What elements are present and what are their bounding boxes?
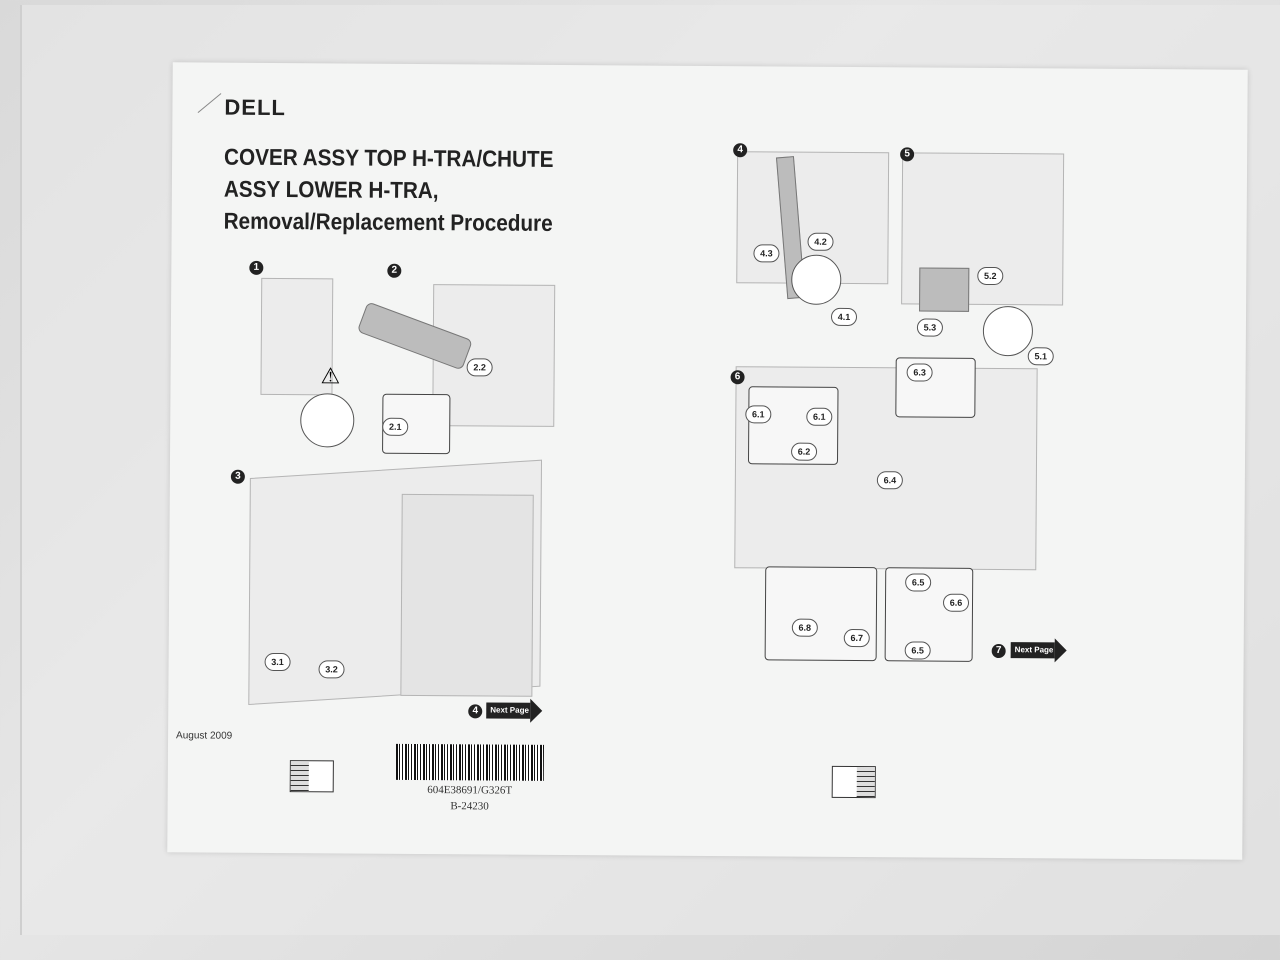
callout-6-1-right: 6.1 (806, 407, 833, 426)
lower-chute-part (919, 267, 970, 312)
callout-6-7: 6.7 (843, 628, 870, 648)
detail-circle-step-4 (791, 254, 842, 305)
callout-5-2: 5.2 (977, 266, 1004, 286)
step-number-1: 1 (249, 260, 264, 275)
right-page-layout-icon (831, 765, 876, 799)
title-line-1: COVER ASSY TOP H-TRA/CHUTE (224, 143, 554, 172)
page-title: COVER ASSY TOP H-TRA/CHUTE ASSY LOWER H-… (224, 141, 603, 240)
step-number-4: 4 (733, 143, 748, 158)
barcode-text: 604E38691/G326T (427, 784, 513, 797)
callout-4-1: 4.1 (830, 307, 858, 327)
logo-slash (197, 93, 222, 113)
step-number-4-next: 4 (468, 704, 483, 719)
next-page-arrow: Next Page (486, 702, 531, 719)
callout-4-3: 4.3 (753, 244, 780, 263)
title-line-2: ASSY LOWER H-TRA, (223, 175, 439, 204)
document-number: B-24230 (450, 800, 489, 813)
left-page-layout-icon (289, 760, 334, 793)
callout-6-4: 6.4 (876, 471, 903, 490)
callout-6-6: 6.6 (942, 593, 970, 612)
callout-2-1: 2.1 (382, 417, 409, 436)
illustration-step-3-finisher (400, 493, 534, 697)
callout-6-3: 6.3 (906, 363, 933, 382)
detail-circle-step-5 (982, 305, 1034, 357)
callout-6-5-top: 6.5 (905, 573, 932, 592)
dell-logo: DELL (224, 94, 286, 121)
callout-6-1-left: 6.1 (745, 405, 772, 424)
callout-3-2: 3.2 (318, 660, 345, 679)
callout-6-2: 6.2 (791, 442, 818, 461)
callout-5-1: 5.1 (1027, 347, 1054, 366)
step-number-7-next: 7 (991, 643, 1006, 659)
step-number-2: 2 (387, 263, 402, 278)
detail-circle-step-1 (300, 393, 355, 448)
next-page-arrow-2: Next Page (1010, 642, 1055, 659)
callout-6-5-bottom: 6.5 (904, 641, 931, 660)
title-line-3: Removal/Replacement Procedure (223, 207, 553, 236)
callout-3-1: 3.1 (264, 652, 291, 672)
barcode (395, 743, 545, 781)
step-number-5: 5 (900, 147, 915, 162)
callout-2-2: 2.2 (466, 358, 493, 377)
warning-icon: ⚠ (320, 363, 341, 389)
step-number-6: 6 (730, 370, 745, 385)
issue-date: August 2009 (176, 730, 233, 742)
callout-4-2: 4.2 (807, 232, 834, 251)
callout-5-3: 5.3 (916, 318, 943, 337)
callout-6-8: 6.8 (791, 618, 818, 637)
step-number-3: 3 (230, 469, 245, 484)
instruction-sheet: DELL COVER ASSY TOP H-TRA/CHUTE ASSY LOW… (167, 62, 1248, 860)
